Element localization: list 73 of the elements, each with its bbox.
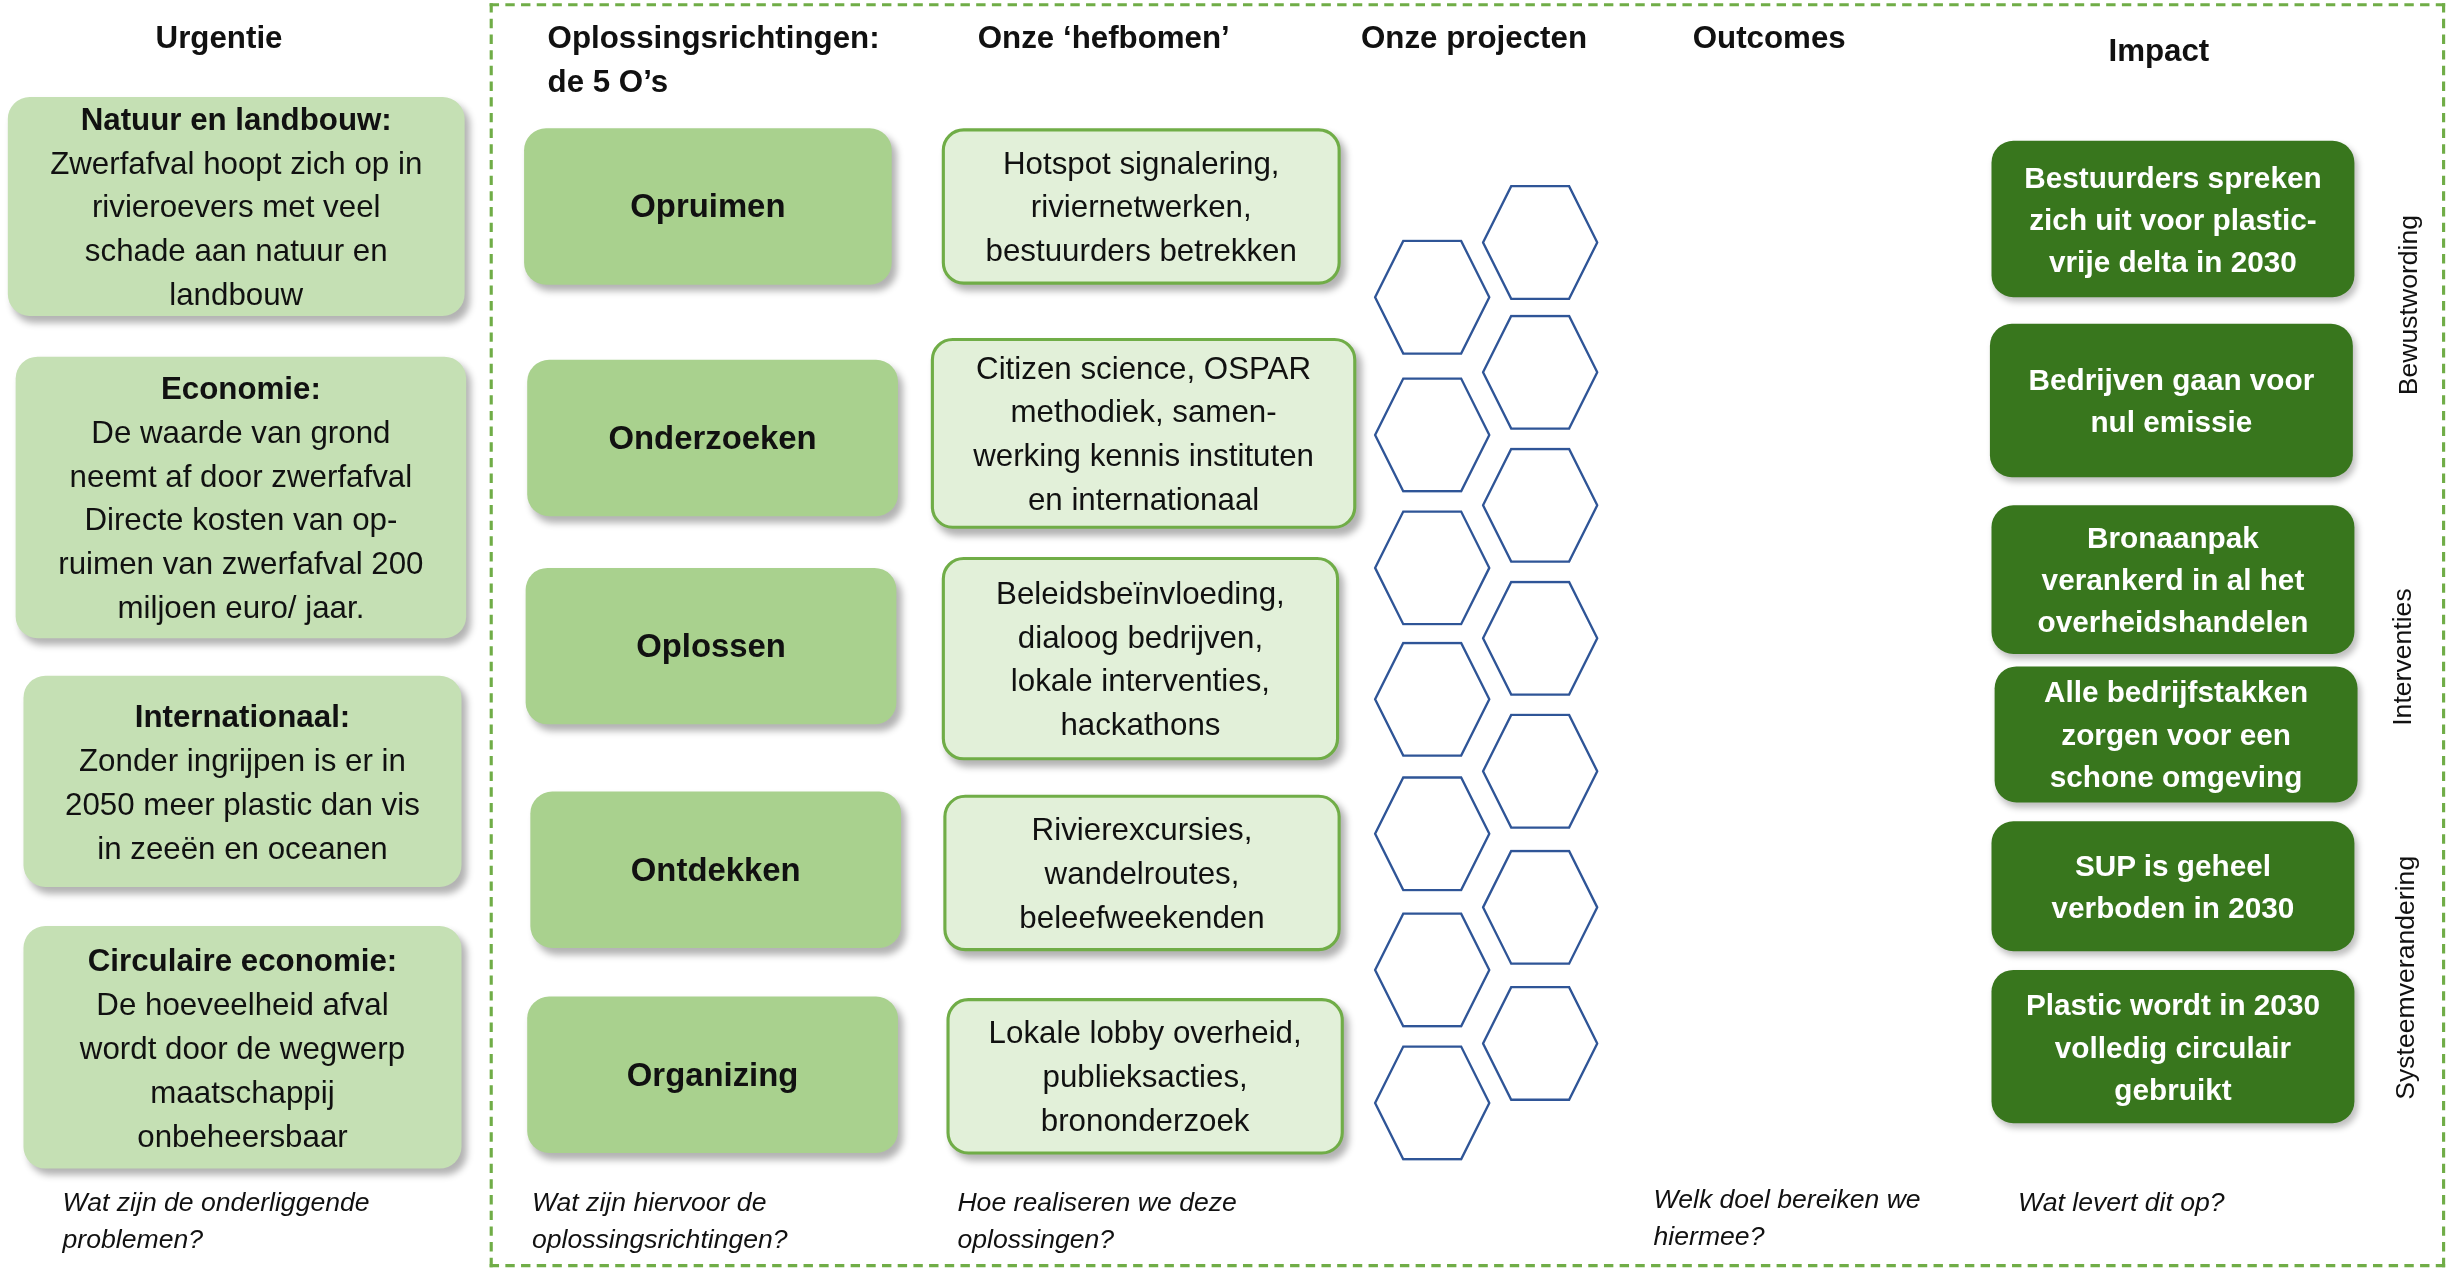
solution-box bbox=[525, 567, 897, 725]
box-label: Opruimen bbox=[630, 187, 786, 226]
box-label: Bedrijven gaan voor nul emissie bbox=[2027, 361, 2316, 441]
hexagon bbox=[1373, 377, 1491, 493]
hexagon bbox=[1373, 510, 1491, 626]
box-heading: Internationaal: bbox=[134, 697, 351, 735]
impact-box bbox=[1991, 140, 2355, 298]
lever-box bbox=[941, 128, 1341, 285]
side-label: Systeemverandering bbox=[2390, 855, 2422, 1100]
solution-box bbox=[524, 128, 892, 285]
hexagon bbox=[1373, 641, 1491, 758]
impact-box bbox=[1991, 969, 2355, 1124]
box-label: Organizing bbox=[626, 1055, 799, 1094]
lever-box bbox=[930, 337, 1357, 529]
hexagon bbox=[1481, 713, 1599, 830]
box-text: De waarde van grond neemt af door zwerfafval Directe kosten van op- ruimen van zwerfafval 200 miljoen euro/ jaar. bbox=[57, 413, 425, 627]
box-label: Plastic wordt in 2030 volledig circulair gebruikt bbox=[2024, 986, 2321, 1108]
column-heading: Onze projecten bbox=[1361, 19, 1589, 57]
lever-box bbox=[943, 794, 1341, 952]
box-label: Beleidsbeïnvloeding, dialoog bedrijven, lokale interventies, hackathons bbox=[995, 574, 1286, 744]
box-text: De hoeveelheid afval wordt door de wegwerp maatschappij onbeheersbaar bbox=[78, 985, 407, 1155]
hexagon bbox=[1373, 775, 1491, 892]
box-label: Lokale lobby overheid, publieksacties, brononderzoek bbox=[987, 1014, 1303, 1140]
lever-box bbox=[941, 556, 1340, 761]
hexagon bbox=[1481, 580, 1599, 697]
box-text: Zonder ingrijpen is er in 2050 meer plastic dan vis in zeeën en oceanen bbox=[64, 741, 421, 867]
column-heading: Oplossingsrichtingen: de 5 O’s bbox=[547, 19, 881, 101]
box-heading: Economie: bbox=[160, 369, 321, 408]
box-text: Zwerfafval hoopt zich op in rivieroevers met veel schade aan natuur en landbouw bbox=[49, 144, 424, 314]
side-label: Bewustwording bbox=[2393, 214, 2425, 396]
question-text: Welk doel bereiken we hiermee? bbox=[1653, 1183, 1922, 1254]
box-label: SUP is geheel verboden in 2030 bbox=[2050, 847, 2296, 926]
column-heading: Impact bbox=[2107, 31, 2211, 70]
column-heading: Outcomes bbox=[1692, 19, 1847, 57]
column-heading: Onze ‘hefbomen’ bbox=[977, 19, 1231, 57]
box-label: Oplossen bbox=[636, 627, 786, 665]
solution-box bbox=[530, 791, 902, 949]
problem-box bbox=[23, 926, 462, 1169]
hexagon bbox=[1481, 985, 1599, 1102]
box-label: Citizen science, OSPAR methodiek, samen- werking kennis instituten en internationaal bbox=[972, 349, 1315, 519]
hexagon bbox=[1481, 184, 1599, 301]
impact-box bbox=[1991, 505, 2355, 654]
impact-box bbox=[1991, 821, 2355, 952]
dashed-frame bbox=[489, 3, 2446, 1268]
hexagon bbox=[1481, 314, 1599, 431]
question-text: Wat zijn hiervoor de oplossingsrichtingen? bbox=[531, 1186, 789, 1257]
box-label: Rivierexcursies, wandelroutes, beleefweekenden bbox=[1018, 810, 1266, 936]
box-label: Bronaanpak verankerd in al het overheidshandelen bbox=[2036, 519, 2310, 641]
impact-box bbox=[1994, 666, 2358, 803]
column-heading: Urgentie bbox=[154, 19, 284, 57]
box-heading: Circulaire economie: bbox=[87, 941, 398, 979]
hexagon bbox=[1481, 447, 1599, 564]
question-text: Hoe realiseren we deze oplossingen? bbox=[957, 1186, 1238, 1257]
problem-box bbox=[7, 97, 465, 316]
question-text: Wat levert dit op? bbox=[2018, 1186, 2226, 1220]
problem-box bbox=[15, 356, 467, 639]
solution-box bbox=[527, 359, 898, 517]
impact-box bbox=[1989, 323, 2353, 478]
box-label: Bestuurders spreken zich uit voor plastic- vrije delta in 2030 bbox=[2023, 159, 2323, 280]
hexagon bbox=[1373, 912, 1491, 1028]
lever-box bbox=[946, 998, 1344, 1155]
question-text: Wat zijn de onderliggende problemen? bbox=[62, 1186, 371, 1257]
hexagon bbox=[1373, 239, 1491, 356]
hexagon bbox=[1373, 1045, 1491, 1161]
solution-box bbox=[527, 996, 898, 1153]
hexagon bbox=[1481, 849, 1599, 966]
box-label: Ontdekken bbox=[630, 851, 801, 889]
box-heading: Natuur en landbouw: bbox=[80, 100, 392, 139]
side-label: Interventies bbox=[2387, 588, 2418, 726]
box-label: Onderzoeken bbox=[608, 419, 817, 457]
problem-box bbox=[23, 675, 462, 887]
box-label: Hotspot signalering, riviernetwerken, bestuurders betrekken bbox=[984, 144, 1298, 270]
box-label: Alle bedrijfstakken zorgen voor een schone omgeving bbox=[2042, 674, 2310, 796]
